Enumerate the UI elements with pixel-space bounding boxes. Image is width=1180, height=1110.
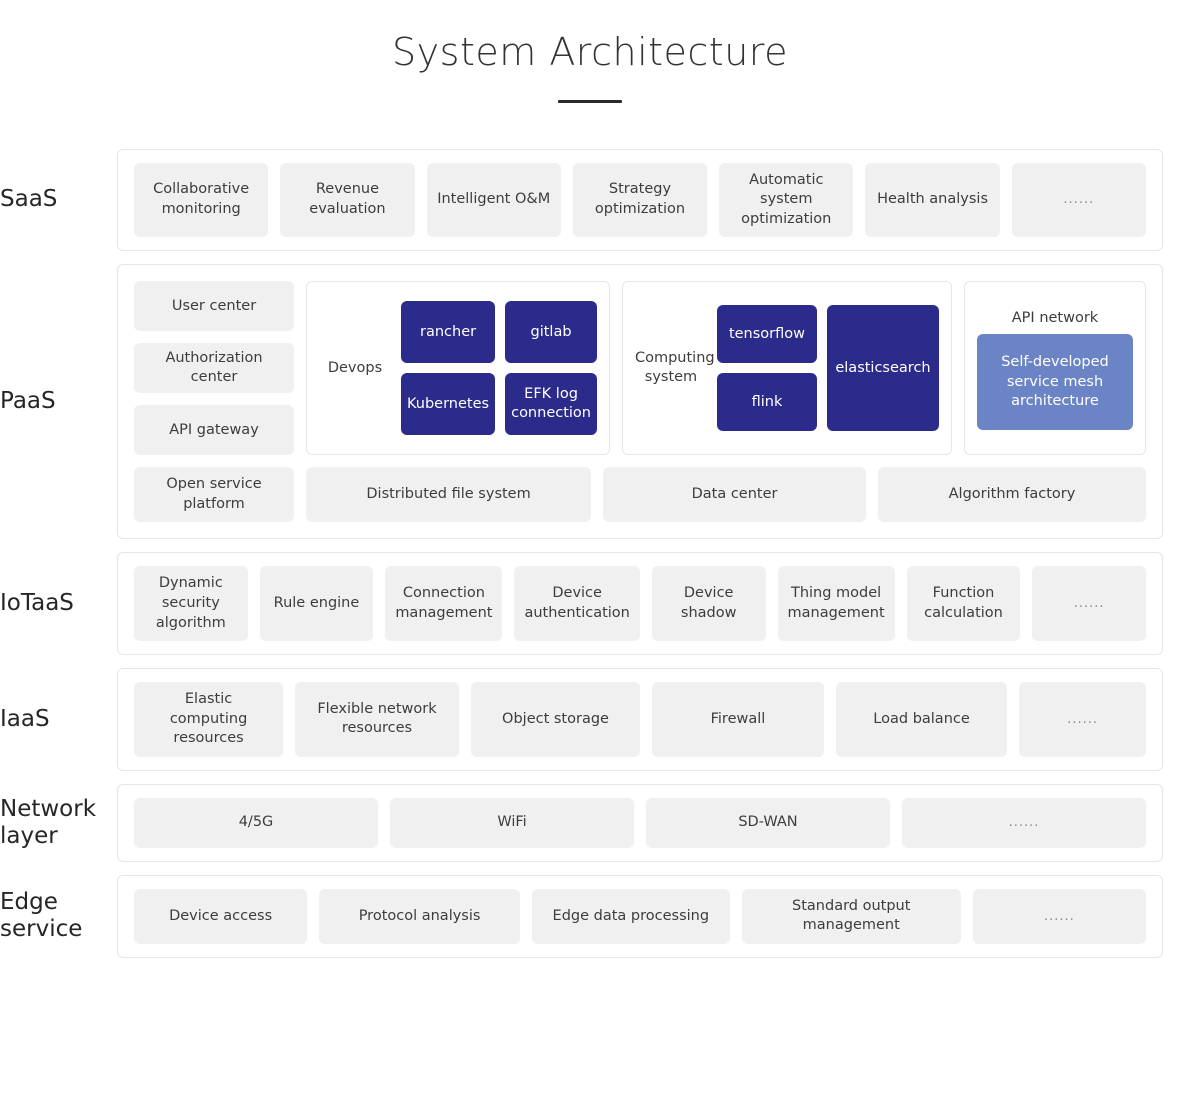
api-network-inner: API network Self-developed service mesh …	[976, 306, 1133, 431]
paas-item-user-center[interactable]: User center	[134, 281, 294, 332]
devops-tile-grid: rancher gitlab Kubernetes EFK log connec…	[401, 301, 597, 436]
architecture-layers: SaaS Collaborative monitoring Revenue ev…	[0, 148, 1180, 958]
api-network-label: API network	[1011, 310, 1099, 327]
edge-item-edge-data-processing[interactable]: Edge data processing	[531, 888, 730, 944]
paas-group-devops: Devops rancher gitlab Kubernetes EFK log…	[306, 281, 610, 456]
page-header: System Architecture	[0, 0, 1180, 103]
iotaas-item-thing-model-management[interactable]: Thing model management	[777, 566, 895, 642]
iotaas-item-connection-management[interactable]: Connection management	[385, 566, 503, 642]
edge-item-protocol-analysis[interactable]: Protocol analysis	[319, 888, 520, 944]
devops-tile-efk-log-connection[interactable]: EFK log connection	[505, 373, 597, 436]
layer-panel-iotaas: Dynamic security algorithm Rule engine C…	[117, 552, 1163, 656]
layer-row-edge: Edge service Device access Protocol anal…	[0, 874, 1180, 958]
devops-tile-kubernetes[interactable]: Kubernetes	[401, 373, 496, 436]
edge-chip-row: Device access Protocol analysis Edge dat…	[134, 888, 1146, 944]
devops-tile-gitlab[interactable]: gitlab	[505, 301, 597, 364]
network-item-4-5g[interactable]: 4/5G	[134, 797, 378, 848]
iotaas-chip-row: Dynamic security algorithm Rule engine C…	[134, 566, 1146, 642]
computing-tile-flink[interactable]: flink	[716, 373, 817, 432]
edge-item-device-access[interactable]: Device access	[134, 888, 308, 944]
network-chip-row: 4/5G WiFi SD-WAN ......	[134, 797, 1146, 848]
layer-row-paas: PaaS User center Authorization center AP…	[0, 264, 1180, 540]
layer-row-network: Network layer 4/5G WiFi SD-WAN ......	[0, 783, 1180, 862]
saas-item-revenue-evaluation[interactable]: Revenue evaluation	[280, 162, 415, 238]
iotaas-item-device-authentication[interactable]: Device authentication	[514, 566, 640, 642]
iaas-item-elastic-computing-resources[interactable]: Elastic computing resources	[134, 682, 284, 757]
layer-row-iaas: IaaS Elastic computing resources Flexibl…	[0, 668, 1180, 771]
layer-panel-network: 4/5G WiFi SD-WAN ......	[117, 783, 1163, 862]
iaas-item-object-storage[interactable]: Object storage	[470, 682, 641, 757]
iaas-item-flexible-network-resources[interactable]: Flexible network resources	[295, 682, 459, 757]
iaas-item-firewall[interactable]: Firewall	[652, 682, 824, 757]
paas-group-api-network: API network Self-developed service mesh …	[963, 281, 1146, 456]
paas-left-column: User center Authorization center API gat…	[134, 281, 294, 456]
saas-item-intelligent-om[interactable]: Intelligent O&M	[426, 162, 561, 238]
paas-bottom-section: Open service platform Distributed file s…	[134, 467, 1146, 523]
title-divider	[558, 99, 622, 103]
paas-item-authorization-center[interactable]: Authorization center	[134, 343, 294, 394]
devops-group-label: Devops	[327, 359, 383, 376]
iaas-item-load-balance[interactable]: Load balance	[835, 682, 1008, 757]
computing-tile-elasticsearch[interactable]: elasticsearch	[826, 305, 939, 432]
page-title: System Architecture	[392, 30, 788, 74]
saas-chip-row: Collaborative monitoring Revenue evaluat…	[134, 162, 1146, 238]
layer-label-paas: PaaS	[0, 388, 56, 415]
layer-label-iaas: IaaS	[0, 705, 50, 732]
computing-tiles: tensorflow flink elasticsearch	[716, 305, 939, 432]
computing-tile-column: tensorflow flink	[716, 305, 817, 432]
paas-top-section: User center Authorization center API gat…	[134, 281, 1146, 456]
paas-item-distributed-file-system[interactable]: Distributed file system	[306, 467, 592, 523]
layer-panel-iaas: Elastic computing resources Flexible net…	[117, 668, 1163, 771]
layer-label-edge: Edge service	[0, 889, 83, 943]
computing-tile-tensorflow[interactable]: tensorflow	[716, 305, 817, 364]
layer-panel-edge: Device access Protocol analysis Edge dat…	[117, 874, 1163, 958]
saas-item-more[interactable]: ......	[1011, 162, 1146, 238]
saas-item-strategy-optimization[interactable]: Strategy optimization	[572, 162, 708, 238]
layer-label-iotaas: IoTaaS	[0, 590, 74, 617]
edge-item-standard-output-management[interactable]: Standard output management	[741, 888, 961, 944]
paas-item-api-gateway[interactable]: API gateway	[134, 405, 294, 456]
saas-item-health-analysis[interactable]: Health analysis	[865, 162, 1000, 238]
edge-item-more[interactable]: ......	[972, 888, 1146, 944]
paas-group-computing-system: Computing system tensorflow flink elasti…	[621, 281, 952, 456]
iotaas-item-more[interactable]: ......	[1032, 566, 1146, 642]
iotaas-item-function-calculation[interactable]: Function calculation	[906, 566, 1021, 642]
saas-item-automatic-system-optimization[interactable]: Automatic system optimization	[719, 162, 854, 238]
layer-panel-saas: Collaborative monitoring Revenue evaluat…	[117, 148, 1163, 252]
layer-row-saas: SaaS Collaborative monitoring Revenue ev…	[0, 148, 1180, 252]
iaas-item-more[interactable]: ......	[1019, 682, 1146, 757]
iotaas-item-dynamic-security-algorithm[interactable]: Dynamic security algorithm	[134, 566, 248, 642]
network-item-more[interactable]: ......	[902, 797, 1146, 848]
iotaas-item-device-shadow[interactable]: Device shadow	[651, 566, 766, 642]
layer-row-iotaas: IoTaaS Dynamic security algorithm Rule e…	[0, 552, 1180, 656]
network-item-wifi[interactable]: WiFi	[390, 797, 634, 848]
iaas-chip-row: Elastic computing resources Flexible net…	[134, 682, 1146, 757]
iotaas-item-rule-engine[interactable]: Rule engine	[259, 566, 374, 642]
api-network-tile-service-mesh[interactable]: Self-developed service mesh architecture	[976, 334, 1133, 431]
layer-label-network: Network layer	[0, 795, 97, 849]
saas-item-collaborative-monitoring[interactable]: Collaborative monitoring	[134, 162, 269, 238]
paas-item-open-service-platform[interactable]: Open service platform	[134, 467, 294, 523]
paas-item-data-center[interactable]: Data center	[603, 467, 866, 523]
layer-label-saas: SaaS	[0, 186, 58, 213]
devops-tile-rancher[interactable]: rancher	[401, 301, 496, 364]
network-item-sd-wan[interactable]: SD-WAN	[646, 797, 890, 848]
paas-item-algorithm-factory[interactable]: Algorithm factory	[877, 467, 1146, 523]
computing-system-group-label: Computing system	[634, 349, 715, 386]
layer-panel-paas: User center Authorization center API gat…	[117, 264, 1163, 540]
